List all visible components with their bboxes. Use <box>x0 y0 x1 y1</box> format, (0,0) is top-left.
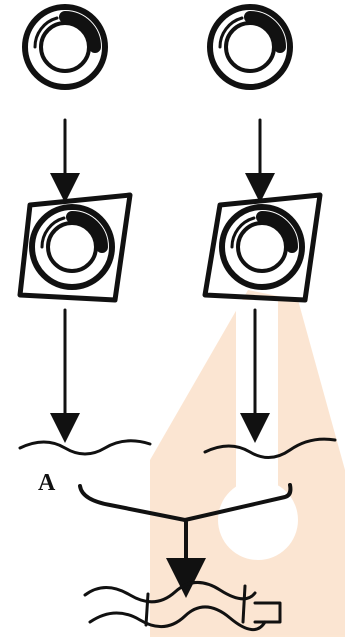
strand-left <box>18 439 152 456</box>
join-line-left <box>78 484 187 522</box>
framed-ring-left <box>17 192 133 303</box>
watermark-logo <box>150 290 345 637</box>
framed-ring-right <box>202 192 323 303</box>
label-a: A <box>38 470 56 496</box>
join-line-right <box>183 483 293 522</box>
ring-top-right <box>207 4 293 90</box>
ring-top-left <box>22 4 108 90</box>
double-strand <box>83 581 282 631</box>
strand-right <box>203 437 337 459</box>
